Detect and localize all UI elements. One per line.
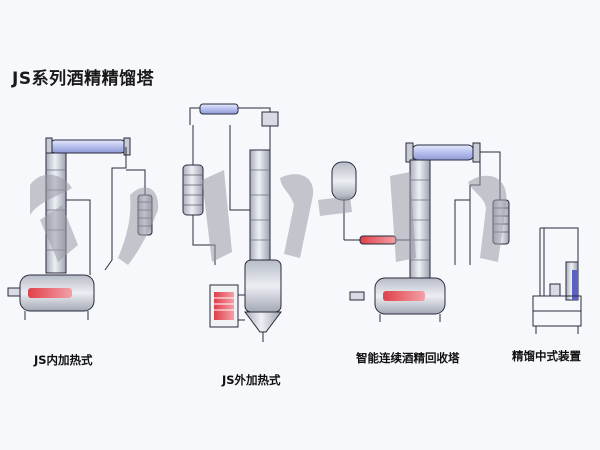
condenser-coil (182, 164, 204, 216)
unit-pilot-rectification (532, 227, 582, 334)
page-title: JS系列酒精精馏塔 (12, 69, 155, 89)
condenser (411, 144, 475, 161)
condenser (49, 139, 127, 154)
heater-element (383, 291, 425, 301)
distillation-column (249, 149, 271, 261)
preheater (359, 235, 397, 245)
caption-external-heating: JS外加热式 (222, 373, 281, 387)
unit-external-heating (182, 103, 282, 342)
caption-pilot-rectification: 精馏中式装置 (512, 349, 581, 363)
evaporator-vessel (244, 259, 282, 313)
caption-internal-heating: JS内加热式 (34, 353, 93, 367)
feed-tank (331, 161, 357, 201)
heater-element (28, 288, 72, 298)
watermark-strokes (30, 170, 507, 265)
caption-continuous-recovery: 智能连续酒精回收塔 (356, 351, 460, 365)
unit-continuous-recovery (331, 142, 510, 322)
